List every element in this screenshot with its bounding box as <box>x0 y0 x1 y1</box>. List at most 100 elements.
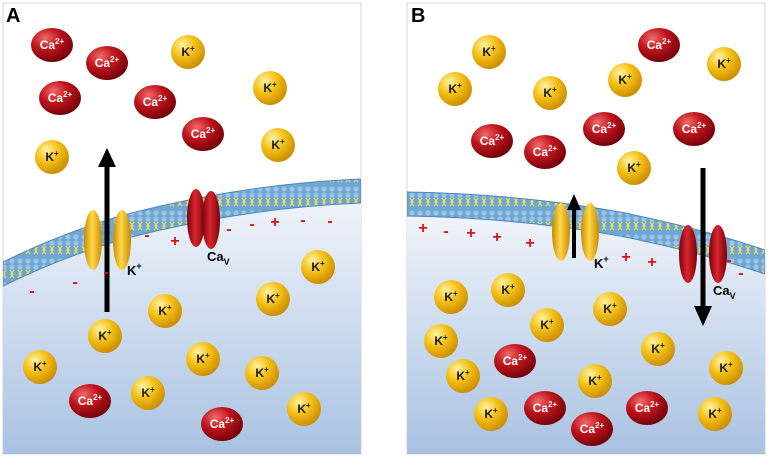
ion-label: K+ <box>543 85 557 100</box>
ion-label: K+ <box>708 406 722 421</box>
calcium-ion: Ca2+ <box>673 112 715 146</box>
ion-label: Ca2+ <box>533 144 558 159</box>
ion-label: Ca2+ <box>647 37 672 52</box>
ion-label: K+ <box>444 289 458 304</box>
ion-label: K+ <box>33 359 47 374</box>
calcium-ion: Ca2+ <box>638 28 680 62</box>
calcium-ion: Ca2+ <box>31 28 73 62</box>
potassium-ion: K+ <box>434 280 468 314</box>
potassium-ion: K+ <box>256 282 290 316</box>
potassium-ion: K+ <box>707 47 741 81</box>
calcium-ion: Ca2+ <box>86 46 128 80</box>
ion-label: Ca2+ <box>191 126 216 141</box>
negative-charge: - <box>72 274 77 291</box>
negative-charge: - <box>726 252 731 269</box>
ion-label: Ca2+ <box>682 121 707 136</box>
ion-label: K+ <box>588 373 602 388</box>
calcium-ion: Ca2+ <box>134 85 176 119</box>
panel-a-label: A <box>6 5 20 27</box>
positive-charge: + <box>492 229 501 246</box>
calcium-ion: Ca2+ <box>494 344 536 378</box>
positive-charge: + <box>647 254 656 271</box>
negative-charge: - <box>443 223 448 240</box>
panel-a-k-channel-right <box>113 210 131 270</box>
potassium-ion: K+ <box>131 376 165 410</box>
ion-label: K+ <box>482 44 496 59</box>
ion-label: Ca2+ <box>503 353 528 368</box>
potassium-ion: K+ <box>186 342 220 376</box>
ion-label: K+ <box>45 149 59 164</box>
potassium-ion: K+ <box>438 72 472 106</box>
ion-label: K+ <box>196 351 210 366</box>
negative-charge: - <box>226 221 231 238</box>
panel-a-ca-channel-right <box>202 191 220 249</box>
ion-label: K+ <box>266 291 280 306</box>
calcium-ion: Ca2+ <box>571 412 613 446</box>
ion-label: K+ <box>618 72 632 87</box>
potassium-ion: K+ <box>424 324 458 358</box>
panel-a-arrow-head <box>98 148 116 167</box>
ion-label: K+ <box>540 317 554 332</box>
calcium-ion: Ca2+ <box>524 391 566 425</box>
ion-label: K+ <box>627 160 641 175</box>
potassium-ion: K+ <box>261 128 295 162</box>
potassium-ion: K+ <box>641 332 675 366</box>
positive-charge: + <box>270 214 279 231</box>
ion-label: Ca2+ <box>533 400 558 415</box>
potassium-ion: K+ <box>148 294 182 328</box>
potassium-ion: K+ <box>446 359 480 393</box>
ion-label: K+ <box>603 301 617 316</box>
ion-label: K+ <box>651 341 665 356</box>
ion-label: K+ <box>297 401 311 416</box>
panel-a-cav-label: CaV <box>207 249 230 267</box>
potassium-ion: K+ <box>23 350 57 384</box>
ion-label: K+ <box>448 81 462 96</box>
calcium-ion: Ca2+ <box>583 112 625 146</box>
potassium-ion: K+ <box>530 308 564 342</box>
panel-b-ca-channel-right <box>709 225 727 283</box>
ion-label: Ca2+ <box>480 133 505 148</box>
ion-label: K+ <box>263 80 277 95</box>
panel-a-k-channel-left <box>84 210 102 270</box>
ion-label: K+ <box>255 365 269 380</box>
negative-charge: - <box>738 265 743 282</box>
ion-label: K+ <box>311 259 325 274</box>
potassium-ion: K+ <box>301 250 335 284</box>
panel-b-cytoplasm <box>407 203 765 454</box>
panel-a-k-channel-label: K+ <box>127 261 142 278</box>
potassium-ion: K+ <box>491 273 525 307</box>
ion-label: Ca2+ <box>40 37 65 52</box>
potassium-ion: K+ <box>533 76 567 110</box>
negative-charge: - <box>144 227 149 244</box>
panel-b-k-channel-right <box>581 203 599 261</box>
positive-charge: + <box>525 235 534 252</box>
panel-b-label: B <box>411 5 425 27</box>
potassium-ion: K+ <box>474 397 508 431</box>
panel-b-membrane <box>407 191 765 275</box>
ion-label: K+ <box>98 328 112 343</box>
ion-label: Ca2+ <box>95 55 120 70</box>
ion-label: K+ <box>484 406 498 421</box>
ion-label: K+ <box>434 333 448 348</box>
ion-label: K+ <box>501 282 515 297</box>
ion-label: K+ <box>271 137 285 152</box>
potassium-ion: K+ <box>88 319 122 353</box>
negative-charge: - <box>103 264 108 281</box>
ion-label: Ca2+ <box>635 400 660 415</box>
ion-label: K+ <box>158 303 172 318</box>
potassium-ion: K+ <box>472 35 506 69</box>
negative-charge: - <box>249 216 254 233</box>
negative-charge: - <box>29 283 34 300</box>
potassium-ion: K+ <box>171 35 205 69</box>
potassium-ion: K+ <box>245 356 279 390</box>
potassium-ion: K+ <box>35 140 69 174</box>
ion-label: Ca2+ <box>580 421 605 436</box>
potassium-ion: K+ <box>593 292 627 326</box>
positive-charge: + <box>621 249 630 266</box>
panel-b-ca-channel-left <box>679 225 697 283</box>
panel-b-ca-arrow-head <box>694 306 712 326</box>
negative-charge: - <box>300 212 305 229</box>
positive-charge: + <box>170 233 179 250</box>
panel-a-ca-channel-left <box>187 189 205 247</box>
positive-charge: + <box>418 220 427 237</box>
